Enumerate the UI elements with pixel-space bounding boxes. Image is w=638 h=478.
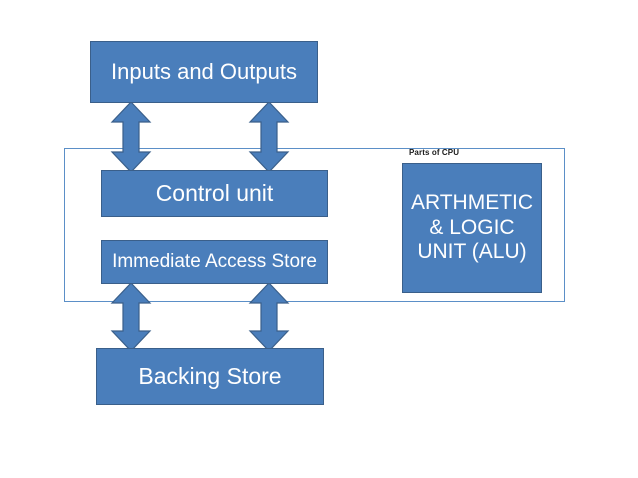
alu-label-line-1: ARTHMETIC [410,190,534,214]
arrow-ias-to-backing-left [110,282,152,352]
box-backing-store: Backing Store [96,348,324,405]
arrow-ias-to-backing-right [248,282,290,352]
parts-of-cpu-caption: Parts of CPU [409,148,460,157]
box-inputs-and-outputs: Inputs and Outputs [90,41,318,103]
box-immediate-access-store: Immediate Access Store [101,240,328,284]
box-alu: ARTHMETIC & LOGIC UNIT (ALU) [402,163,542,293]
alu-label-line-3: UNIT (ALU) [417,240,527,264]
alu-label-line-2: & LOGIC [429,215,515,239]
arrow-io-to-control-right [248,101,290,173]
arrow-io-to-control-left [110,101,152,173]
box-control-unit: Control unit [101,170,328,217]
cpu-group-container [64,148,565,302]
